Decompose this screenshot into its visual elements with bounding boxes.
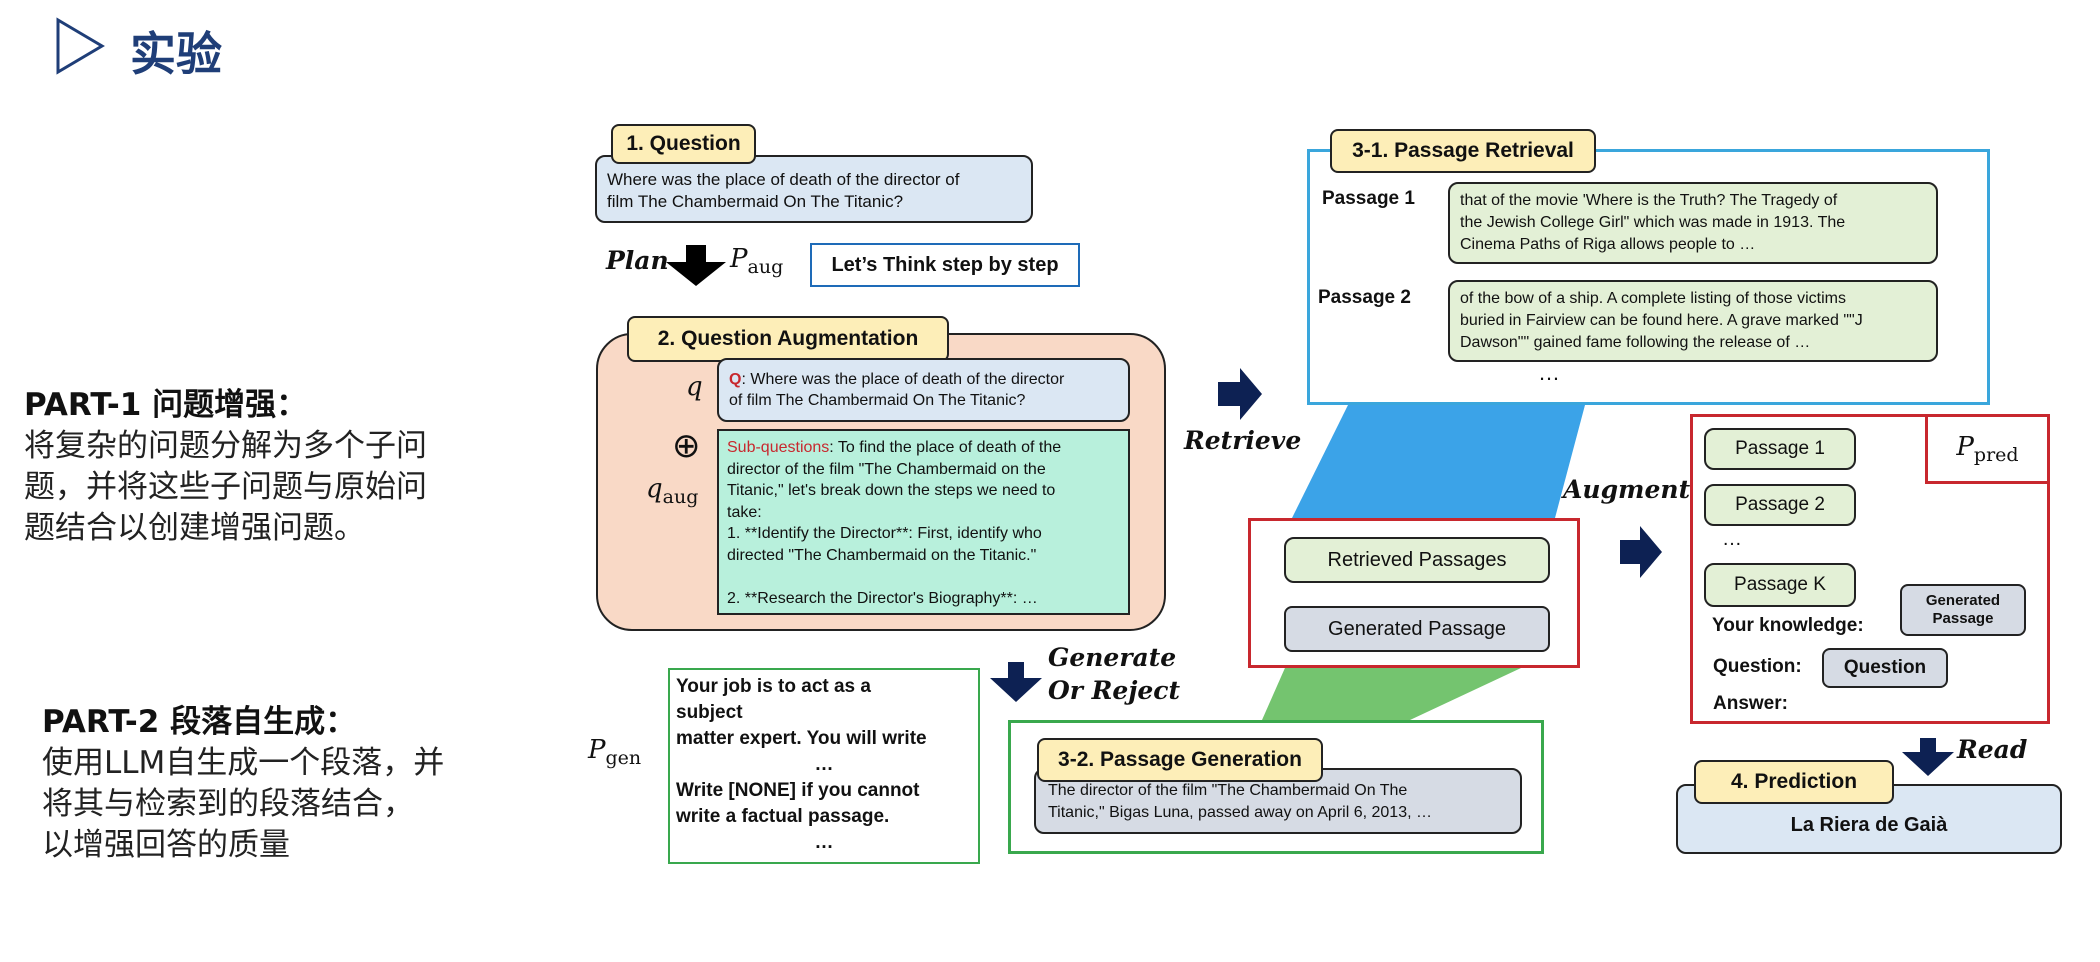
p-aug-sub: aug [747,256,784,279]
sub-questions-line: take: [727,503,762,521]
passage-1-line: that of the movie 'Where is the Truth? T… [1460,192,1838,209]
knowledge-label: Your knowledge: [1712,615,1864,636]
qaug-symbol: qaug [646,474,698,508]
question-tag: 1. Question [611,124,756,164]
augmented-q-box: Q: Where was the place of death of the d… [717,358,1130,422]
part2-line: 以增强回答的质量 [42,827,290,863]
augmented-q-line: of film The Chambermaid On The Titanic? [729,392,1026,409]
part2-line: 将其与检索到的段落结合， [42,786,414,822]
passage-generation-tag: 3-2. Passage Generation [1037,738,1323,782]
sub-questions-line: director of the film "The Chambermaid on… [727,460,1046,478]
read-arrow-icon [1902,738,1954,776]
passage-retrieval-tag: 3-1. Passage Retrieval [1330,129,1596,173]
retrieved-passage-1: that of the movie 'Where is the Truth? T… [1448,182,1938,264]
pred-generated-line: Passage [1932,610,1994,627]
sub-questions-line [727,566,1120,588]
plan-prompt-box: Let’s Think step by step [810,243,1080,287]
passage-1-line: the Jewish College Girl" which was made … [1460,214,1846,231]
generation-prompt-box: Your job is to act as a subject matter e… [668,668,980,864]
pred-passage-2: Passage 2 [1704,484,1856,526]
gen-prompt-line: matter expert. You will write [676,728,927,749]
p-gen-base: P [588,735,606,765]
sub-questions-prefix: Sub-questions [727,439,830,456]
question-line: Where was the place of death of the dire… [607,170,960,189]
retrieval-funnel [1292,405,1585,518]
part1-line: 将复杂的问题分解为多个子问 [24,428,427,464]
p-pred-base: P [1956,431,1974,462]
part2-block: PART-2 段落自生成： 使用LLM自生成一个段落，并 将其与检索到的段落结合… [42,702,562,866]
sub-questions-line: 2. **Research the Director's Biography**… [727,589,1038,607]
p-pred-sub: pred [1973,444,2019,467]
passage-1-line: Cinema Paths of Riga allows people to … [1460,236,1756,253]
gen-prompt-line: … [814,754,834,775]
q-symbol: q [686,372,703,402]
retrieve-label: Retrieve [1184,426,1302,455]
part2-heading: PART-2 段落自生成： [42,704,357,740]
pred-question-chip: Question [1822,648,1948,688]
qaug-sub: aug [662,486,699,509]
sub-questions-line: : To find the place of death of the [829,439,1062,456]
p-pred-symbol: Ppred [1956,432,2018,466]
part1-line: 题结合以创建增强问题。 [24,510,365,546]
part1-line: 题，并将这些子问题与原始问 [24,469,427,505]
passage-2-label: Passage 2 [1318,287,1411,308]
augment-arrow-icon [1620,526,1662,578]
augmented-q-line: : Where was the place of death of the di… [741,371,1065,388]
sub-questions-line: directed "The Chambermaid on the Titanic… [727,546,1037,564]
plan-arrow-icon [666,245,726,286]
passage-2-line: Dawson"" gained fame following the relea… [1460,334,1811,351]
or-reject-label: Or Reject [1048,676,1181,705]
sub-questions-box: Sub-questions: To find the place of deat… [717,429,1130,615]
passage-2-line: of the bow of a ship. A complete listing… [1460,290,1846,307]
p-gen-sub: gen [605,747,642,770]
pred-generated-passage-chip: Generated Passage [1900,584,2026,636]
qaug-base: q [646,474,663,504]
page-title: 实验 [130,27,222,81]
pred-ellipsis: … [1722,528,1742,550]
part1-block: PART-1 问题增强： 将复杂的问题分解为多个子问 题，并将这些子问题与原始问… [24,385,544,549]
passage-2-line: buried in Fairview can be found here. A … [1460,312,1863,329]
plus-circle-icon: ⊕ [672,426,701,466]
question-line: film The Chambermaid On The Titanic? [607,192,904,211]
gen-prompt-line: … [814,832,834,853]
retrieve-arrow-icon [1218,368,1262,420]
generate-label: Generate [1048,643,1177,672]
generated-passage-chip: Generated Passage [1284,606,1550,652]
pred-passage-1: Passage 1 [1704,428,1856,470]
p-aug-base: P [730,244,748,274]
pred-generated-line: Generated [1925,592,2001,609]
gen-prompt-line: Write [NONE] if you cannot [676,780,920,801]
retrieved-passages-chip: Retrieved Passages [1284,537,1550,583]
pred-passage-k: Passage K [1704,563,1856,607]
q-prefix: Q [729,371,742,388]
answer-label: Answer: [1713,693,1788,714]
augment-label: Augment [1563,475,1691,504]
generate-or-reject-label: Generate Or Reject [1048,641,1180,707]
part1-heading: PART-1 问题增强： [24,387,308,423]
gen-prompt-line: Your job is to act as a [676,676,871,697]
question-label: Question: [1713,656,1802,677]
p-gen-symbol: Pgen [588,735,641,769]
generated-passage-line: Titanic," Bigas Luna, passed away on Apr… [1048,804,1432,821]
p-aug-symbol: Paug [730,244,783,278]
generation-funnel [1262,652,1555,720]
augmentation-tag: 2. Question Augmentation [627,316,949,362]
p-pred-box: Ppred [1925,414,2050,484]
retrieved-passage-2: of the bow of a ship. A complete listing… [1448,280,1938,362]
generate-arrow-icon [990,662,1042,702]
prediction-tag: 4. Prediction [1694,760,1894,804]
gen-prompt-line: write a factual passage. [676,806,890,827]
plan-label: Plan [606,246,669,275]
question-box: Where was the place of death of the dire… [595,155,1033,223]
read-label: Read [1957,735,2028,764]
sub-questions-line: Titanic," let's break down the steps we … [727,482,1056,499]
sub-questions-line: 1. **Identify the Director**: First, ide… [727,525,1042,542]
generated-passage-line: The director of the film "The Chambermai… [1048,782,1408,799]
part2-line: 使用LLM自生成一个段落，并 [42,745,445,781]
play-triangle-icon [56,17,105,75]
gen-prompt-line: subject [676,702,743,723]
retrieval-ellipsis: … [1538,360,1560,385]
passage-1-label: Passage 1 [1322,188,1415,209]
